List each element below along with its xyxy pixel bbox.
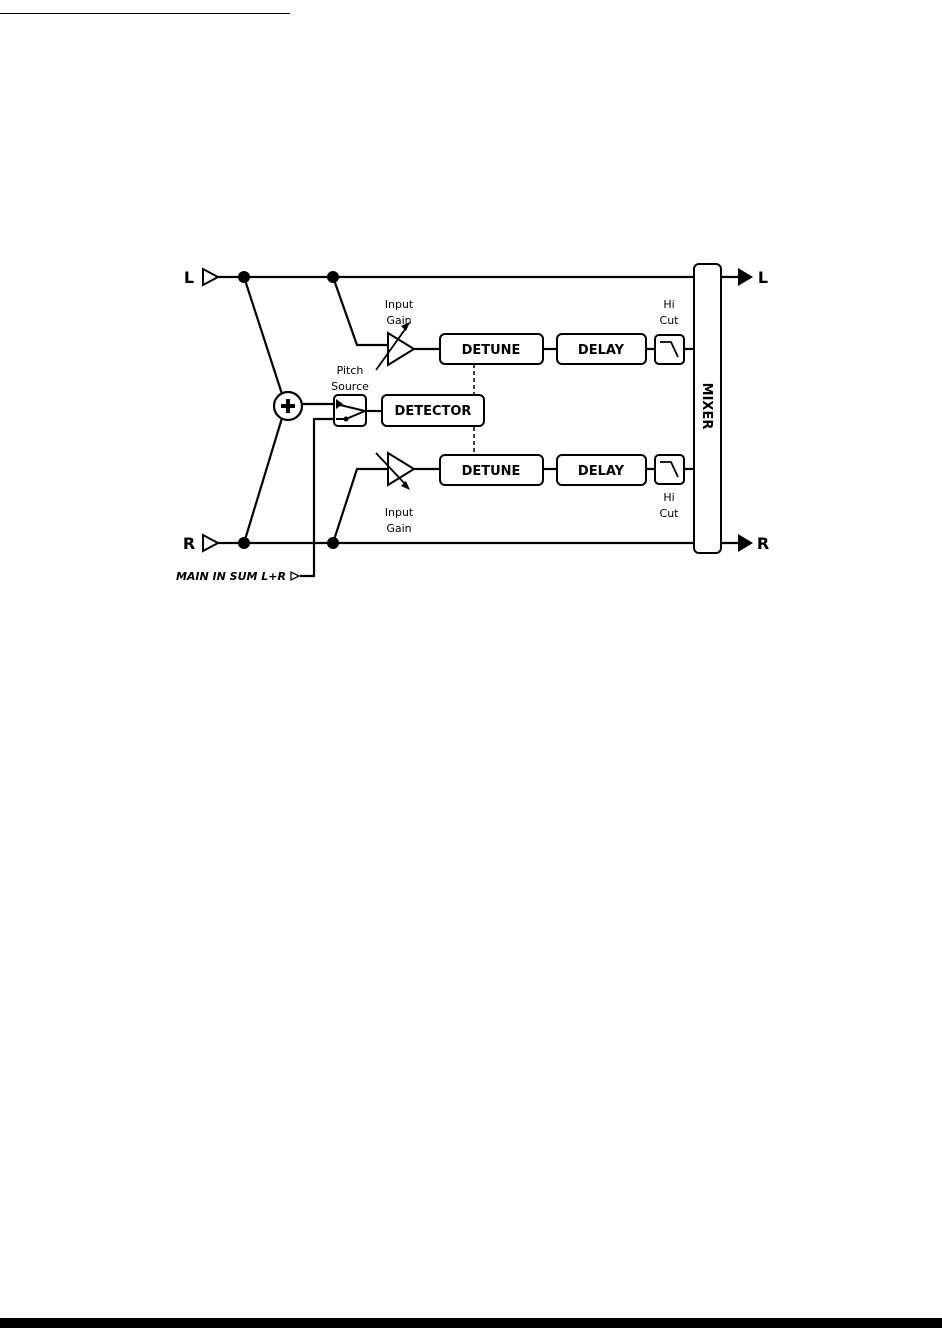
pitch-source-switch-icon xyxy=(333,394,367,427)
delay-block-bottom: DELAY xyxy=(556,454,647,486)
input-gain-bottom-label-1: Input xyxy=(385,506,414,519)
mixer-label: MIXER xyxy=(699,383,714,430)
right-input-label: R xyxy=(183,534,195,553)
main-in-triangle xyxy=(290,570,301,582)
detector-block: DETECTOR xyxy=(381,394,485,427)
hi-cut-bottom-label-1: Hi xyxy=(663,491,674,504)
bottom-bar xyxy=(0,1318,942,1328)
delay-top-label: DELAY xyxy=(578,343,625,358)
main-in-label: MAIN IN SUM L+R xyxy=(176,570,286,583)
left-output-label: L xyxy=(758,268,768,287)
left-junction-node xyxy=(238,271,250,283)
input-gain-bottom-label-2: Gain xyxy=(386,522,411,535)
pitch-source-label-1: Pitch xyxy=(337,364,364,377)
right-output-arrow xyxy=(738,534,753,552)
input-gain-top-label-1: Input xyxy=(385,298,414,311)
mixer-block: MIXER xyxy=(693,263,722,554)
detune-bottom-label: DETUNE xyxy=(462,464,521,479)
hi-cut-top-label-2: Cut xyxy=(660,314,680,327)
left-input-label: L xyxy=(184,268,194,287)
right-tap-node xyxy=(327,537,339,549)
right-tap-wire xyxy=(331,467,388,544)
top-input-gain-amp-icon xyxy=(375,322,416,371)
wires xyxy=(218,275,742,578)
input-gain-top-label-2: Gain xyxy=(386,314,411,327)
summer-icon xyxy=(272,390,304,422)
pitch-source-label-2: Source xyxy=(331,380,369,393)
main-in-wire xyxy=(300,417,334,578)
hi-cut-bottom-label-2: Cut xyxy=(660,507,680,520)
detune-block-bottom: DETUNE xyxy=(439,454,544,486)
bottom-input-gain-amp-icon xyxy=(375,451,416,490)
detune-block-top: DETUNE xyxy=(439,333,544,365)
hi-cut-top-label-1: Hi xyxy=(663,298,674,311)
detector-label: DETECTOR xyxy=(395,404,472,419)
left-tap-node xyxy=(327,271,339,283)
top-rule xyxy=(0,13,290,14)
hi-cut-filter-top-icon xyxy=(654,334,685,365)
delay-block-top: DELAY xyxy=(556,333,647,365)
left-to-summer-wire xyxy=(242,276,284,395)
detune-top-label: DETUNE xyxy=(462,343,521,358)
left-tap-wire xyxy=(331,276,388,347)
delay-bottom-label: DELAY xyxy=(578,464,625,479)
hi-cut-filter-bottom-icon xyxy=(654,454,685,485)
left-output-arrow xyxy=(738,268,753,286)
right-output-label: R xyxy=(757,534,769,553)
left-input-triangle xyxy=(202,267,221,287)
right-junction-node xyxy=(238,537,250,549)
right-input-triangle xyxy=(202,533,221,553)
right-to-summer-wire xyxy=(242,417,284,544)
